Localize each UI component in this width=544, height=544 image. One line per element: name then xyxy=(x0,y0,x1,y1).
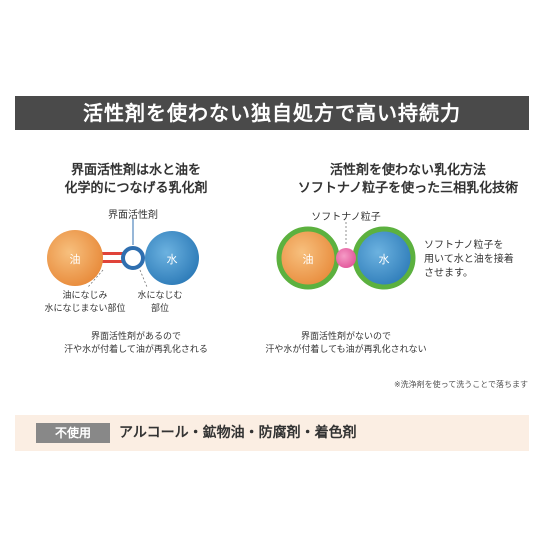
water-label-left: 水 xyxy=(166,253,178,266)
right-heading-line2: ソフトナノ粒子を使った三相乳化技術 xyxy=(297,181,519,196)
left-caption-line1: 界面活性剤があるので xyxy=(90,332,181,342)
water-label-right: 水 xyxy=(378,253,390,266)
surfactant-tail-top xyxy=(100,252,124,255)
water-side-label-line2: 部位 xyxy=(150,304,169,314)
right-caption-line2: 汗や水が付着しても油が再乳化されない xyxy=(265,345,427,355)
not-used-bar: 不使用 アルコール・鉱物油・防腐剤・着色剤 xyxy=(15,415,529,451)
left-heading-line1: 界面活性剤は水と油を xyxy=(70,163,201,178)
oil-label-left: 油 xyxy=(69,253,81,266)
water-side-pointer xyxy=(139,269,148,288)
oil-label-right: 油 xyxy=(302,253,314,266)
right-heading-line1: 活性剤を使わない乳化方法 xyxy=(329,163,486,178)
not-used-ingredients: アルコール・鉱物油・防腐剤・着色剤 xyxy=(119,425,357,441)
particle-desc-line3: させます。 xyxy=(424,268,473,279)
oil-droplet-left xyxy=(47,230,103,286)
particle-desc-line1: ソフトナノ粒子を xyxy=(424,240,504,251)
water-side-label-line1: 水になじむ xyxy=(137,291,183,301)
surfactant-label: 界面活性剤 xyxy=(108,210,158,221)
not-used-tag: 不使用 xyxy=(36,423,110,443)
soft-nano-particle xyxy=(336,248,356,268)
surfactant-head xyxy=(121,246,145,270)
left-caption-line2: 汗や水が付着して油が再乳化される xyxy=(64,345,208,355)
particle-desc-line2: 用いて水と油を接着 xyxy=(424,254,514,265)
oil-side-label-line2: 水になじまない部位 xyxy=(44,304,126,314)
washing-note: ※洗浄剤を使って洗うことで落ちます xyxy=(393,380,528,389)
surfactant-tail-bottom xyxy=(100,260,124,263)
particle-label: ソフトナノ粒子 xyxy=(311,212,381,223)
oil-side-label-line1: 油になじみ xyxy=(62,291,108,301)
title-banner: 活性剤を使わない独自処方で高い持続力 xyxy=(15,96,529,130)
water-droplet-left xyxy=(145,231,199,285)
right-caption-line1: 界面活性剤がないので xyxy=(300,332,391,342)
left-heading-line2: 化学的につなげる乳化剤 xyxy=(64,181,208,196)
